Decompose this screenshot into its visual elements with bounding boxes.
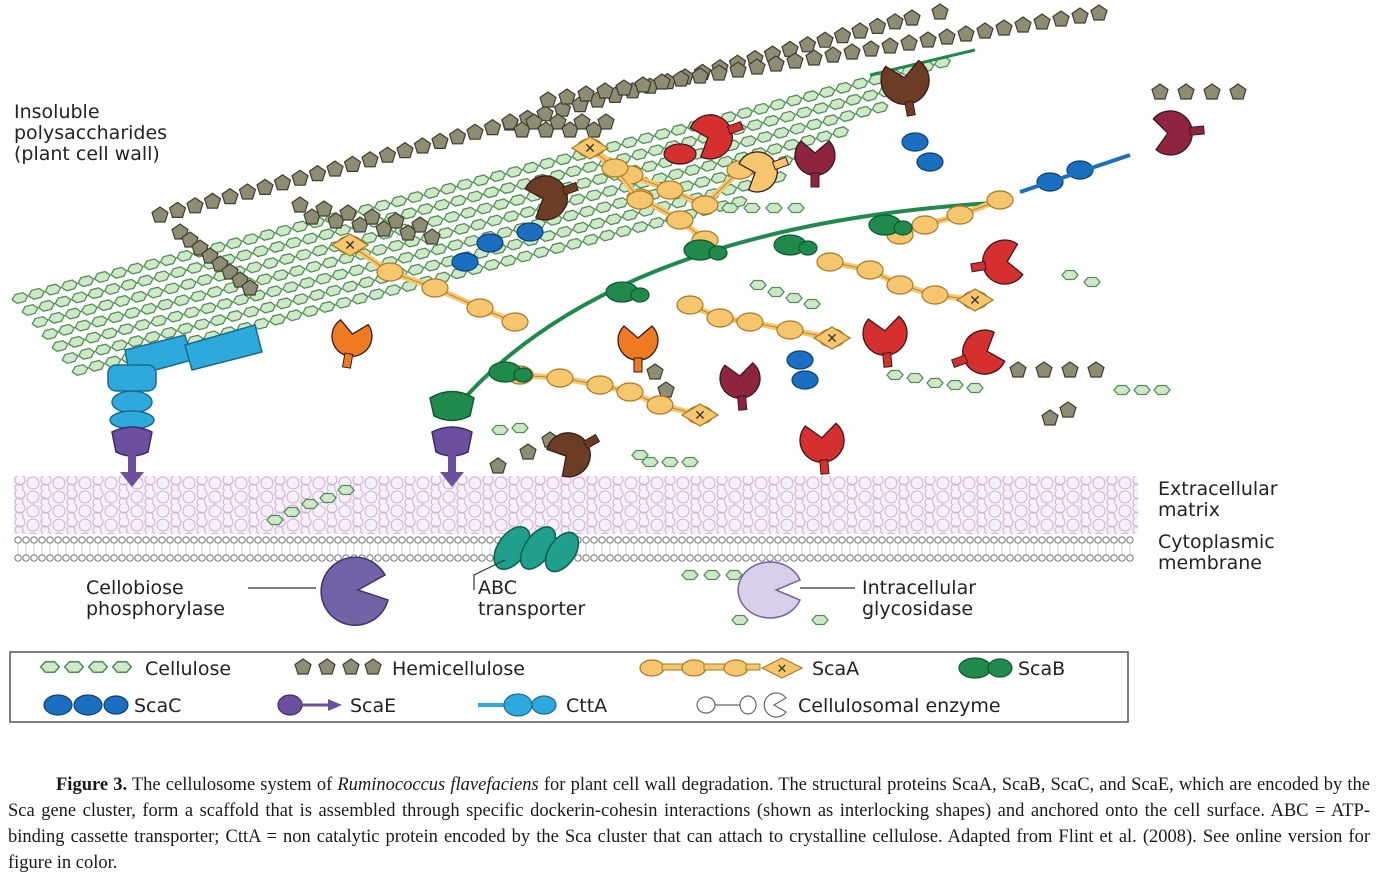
svg-text:✕: ✕ [969, 293, 981, 309]
legend-scac-label: ScaC [134, 695, 181, 717]
caption-lead: Figure 3. [56, 775, 128, 795]
svg-text:✕: ✕ [694, 408, 706, 424]
scab-cohesins [488, 214, 913, 383]
legend-scab-label: ScaB [1018, 658, 1065, 680]
legend: Cellulose Hemicellulose ✕ ScaA ScaB [9, 651, 1129, 723]
cellulosome-diagram: ✕ ✕ ✕ ✕ ✕ Insoluble polysaccharides (plant c… [9, 3, 1284, 723]
extracellular-matrix-tint [14, 476, 1138, 534]
legend-enzyme: Cellulosomal enzyme [696, 692, 1001, 718]
scab-anchor [429, 390, 475, 422]
caption-part1: The cellulosome system of [127, 775, 338, 795]
hemicellulose-chains [151, 3, 1247, 474]
legend-scae-label: ScaE [350, 695, 396, 717]
figure-caption: Figure 3. The cellulosome system of Rumi… [8, 772, 1370, 876]
label-abc-transporter: ABC transporter [478, 577, 585, 620]
svg-text:✕: ✕ [344, 238, 356, 254]
legend-hemicellulose-label: Hemicellulose [392, 658, 525, 680]
free-oligosaccharides [266, 202, 1171, 626]
scae-anchor-left [111, 426, 153, 487]
scac-adaptors [451, 132, 1131, 390]
legend-scaa-x: ✕ [777, 662, 788, 677]
legend-scae: ScaE [277, 694, 396, 717]
legend-scaa: ✕ ScaA [639, 657, 859, 680]
caption-species: Ruminococcus flavefaciens [337, 775, 539, 795]
cellobiose-phosphorylase [320, 556, 389, 626]
svg-text:✕: ✕ [826, 331, 838, 347]
cellulosomal-enzymes [331, 59, 1205, 478]
intracellular-glycosidase [737, 561, 801, 619]
legend-box [9, 651, 1129, 723]
abc-transporter [493, 526, 580, 573]
legend-enzyme-label: Cellulosomal enzyme [798, 695, 1001, 717]
legend-scab: ScaB [958, 657, 1065, 680]
label-intracellular-glycosidase: Intracellular glycosidase [862, 577, 982, 620]
svg-text:✕: ✕ [584, 141, 596, 157]
legend-ctta-label: CttA [566, 695, 607, 717]
label-extracellular-matrix: Extracellular matrix [1158, 478, 1284, 521]
abc-leader [473, 559, 506, 590]
legend-cellulose: Cellulose [39, 658, 231, 680]
legend-cellulose-label: Cellulose [145, 658, 231, 680]
label-cytoplasmic-membrane: Cytoplasmic membrane [1158, 531, 1281, 574]
legend-hemicellulose: Hemicellulose [294, 658, 525, 680]
legend-scaa-label: ScaA [812, 658, 859, 680]
label-insoluble-polysaccharides: Insoluble polysaccharides (plant cell wa… [14, 101, 173, 165]
legend-scac: ScaC [43, 694, 181, 717]
scae-anchor-center [431, 426, 473, 487]
caption-part2: for plant cell wall degradation. The str… [8, 775, 1370, 873]
extracellular-matrix [14, 476, 1138, 534]
label-cellobiose-phosphorylase: Cellobiose phosphorylase [86, 577, 225, 620]
cellulose-fibrils [11, 56, 952, 377]
ctta-anchor [107, 324, 263, 430]
legend-ctta: CttA [478, 693, 607, 717]
